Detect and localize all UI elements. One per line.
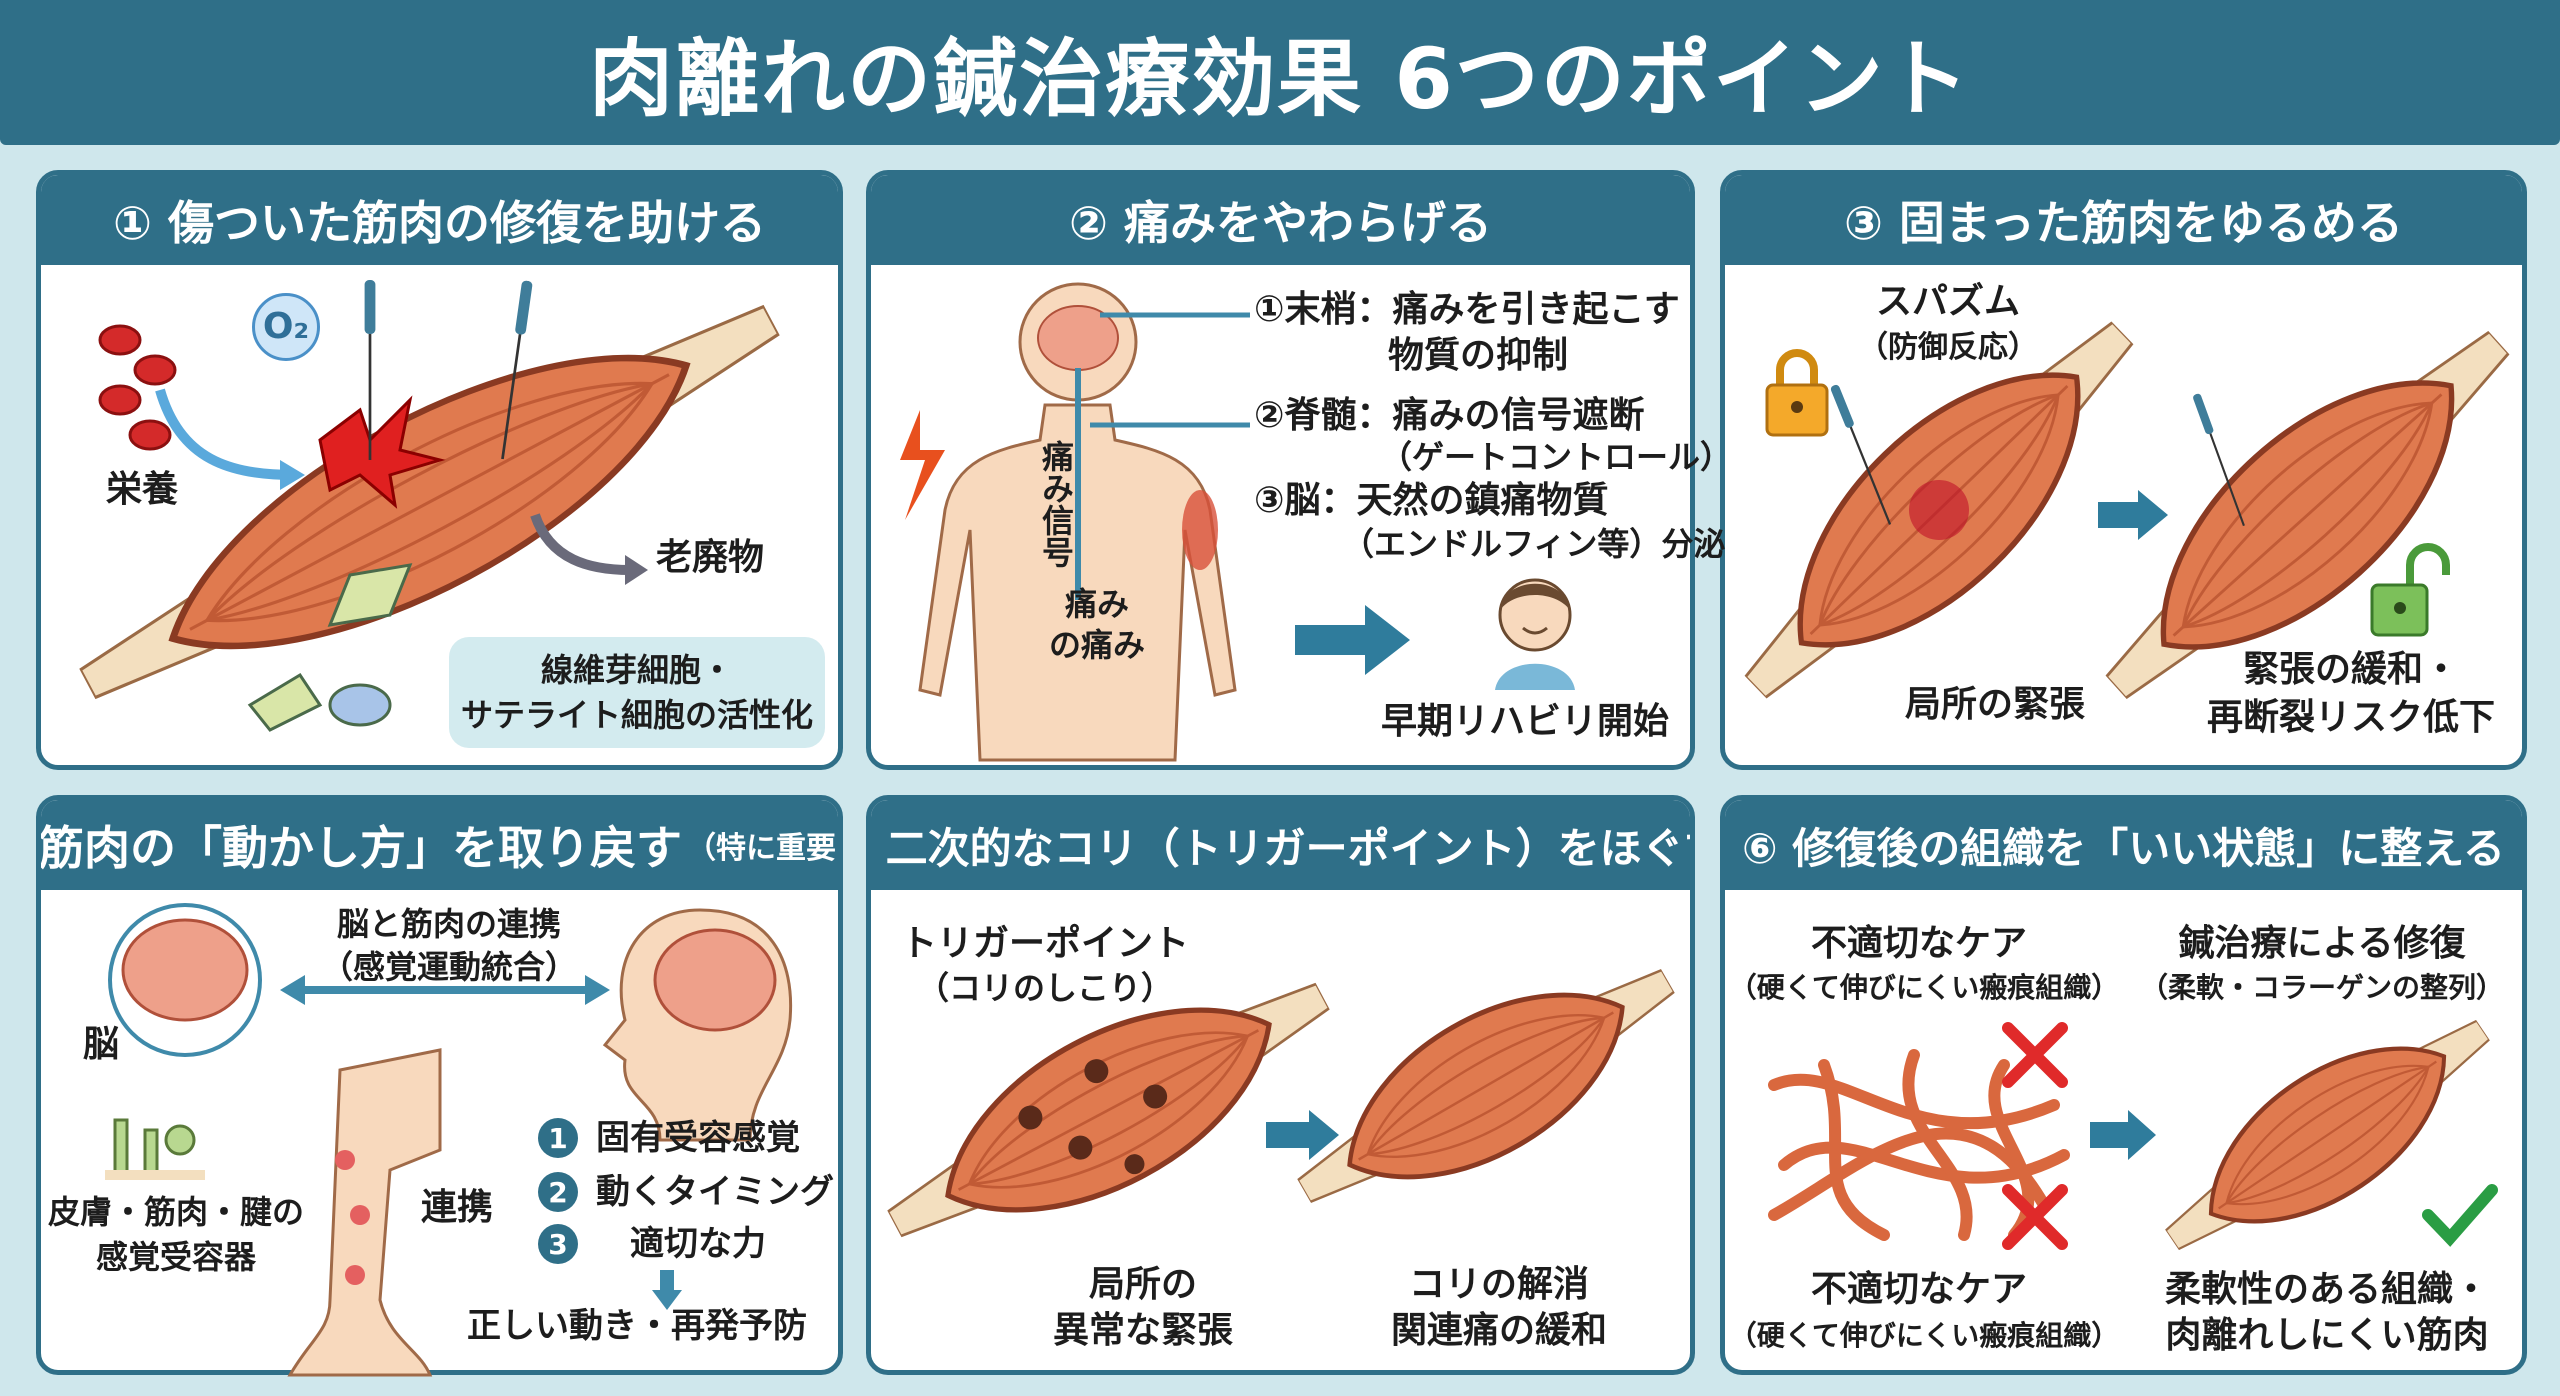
scar-tissue-illustration: [1768, 1049, 2070, 1241]
good-care-label: 鍼治療による修復: [2178, 923, 2466, 964]
pain-spark-icon: [900, 410, 945, 520]
title-bar: 肉離れの鍼治療効果 6つのポイント: [0, 0, 2560, 145]
tear-icon: [318, 395, 446, 509]
lock-icon: [1765, 349, 1829, 437]
pain-signal-label: 痛み信号: [1037, 440, 1075, 568]
check-icon: [2422, 1184, 2498, 1247]
spinal-label: ②脊髄：痛みの信号遮断: [1254, 395, 1645, 436]
list-number-2: 2: [538, 1172, 578, 1212]
resolve-label-1: コリの解消: [1408, 1264, 1590, 1305]
receptor-icon: [105, 1118, 205, 1180]
result-label: 正しい動き・再発予防: [467, 1306, 807, 1346]
trigger-label-2: （コリのしこり）: [916, 969, 1174, 1007]
head-profile-icon: [602, 908, 793, 1142]
cells-callout: [449, 637, 825, 748]
pain-label-1: 痛み: [1064, 585, 1130, 623]
panel-title: ⑥ 修復後の組織を「いい状態」に整える: [1725, 800, 2522, 890]
resolve-label-2: 関連痛の緩和: [1390, 1310, 1608, 1351]
needle-icon: [363, 280, 377, 460]
coop-label: 連携: [420, 1187, 494, 1228]
brain-icon: [108, 903, 262, 1057]
nutrition-label: 栄養: [105, 469, 179, 510]
panel-title: ③ 固まった筋肉をゆるめる: [1725, 175, 2522, 265]
page-title: 肉離れの鍼治療効果 6つのポイント: [589, 30, 1971, 128]
spasm-label-2: （防御反応）: [1858, 330, 2038, 365]
trigger-label-1: トリガーポイント: [900, 923, 1190, 964]
panel-title-note: （特に重要！）: [685, 831, 838, 866]
waste-label: 老廃物: [655, 537, 765, 578]
arrow-right-icon: [1266, 1110, 1339, 1160]
bad-care-label: 不適切なケア: [1810, 923, 2028, 964]
brain-label: ③脳：天然の鎮痛物質: [1254, 480, 1609, 521]
rehab-label: 早期リハビリ開始: [1380, 701, 1670, 742]
panel-title-text: ④ 筋肉の「動かし方」を取り戻す: [36, 821, 682, 875]
unlock-icon: [2370, 543, 2450, 637]
signal-lines: [1090, 312, 1250, 428]
relief-label-2: 再断裂リスク低下: [2206, 697, 2496, 738]
panel-title: ⑤ 二次的なコリ（トリガーポイント）をほぐす: [871, 800, 1690, 890]
arrow-right-icon: [1295, 605, 1410, 675]
link-label-1: 脳と筋肉の連携: [336, 905, 562, 943]
cells-label-1: 線維芽細胞・: [540, 651, 734, 689]
receptor-label-1: 皮膚・筋肉・腱の: [47, 1193, 305, 1231]
cells-label-2: サテライト細胞の活性化: [460, 696, 814, 734]
nutrition-arrow-icon: [155, 388, 305, 490]
bad-result-desc: （硬くて伸びにくい瘢痕組織）: [1728, 1319, 2120, 1352]
arrow-right-icon: [2090, 1110, 2156, 1160]
abnormal-label-1: 局所の: [1088, 1264, 1198, 1305]
blood-cells-icon: [98, 324, 177, 451]
waste-arrow-icon: [530, 513, 648, 585]
list-item-1: 固有受容感覚: [596, 1118, 800, 1158]
arrow-down-icon: [652, 1270, 682, 1310]
relief-label-1: 緊張の緩和・: [2242, 649, 2460, 690]
cells-icon: [247, 563, 413, 732]
list-number-1: 1: [538, 1118, 578, 1158]
bad-care-desc: （硬くて伸びにくい瘢痕組織）: [1728, 971, 2120, 1004]
panel-title: ② 痛みをやわらげる: [871, 175, 1690, 265]
cross-icon: [2002, 1184, 2068, 1250]
brain-label: 脳: [82, 1024, 120, 1065]
tense-muscle-illustration: [1676, 250, 2203, 770]
brain-label-2: （エンドルフィン等）分泌: [1342, 525, 1726, 563]
trigger-muscle-illustration: [843, 899, 1375, 1321]
receptor-label-2: 感覚受容器: [95, 1238, 257, 1276]
abnormal-label-2: 異常な緊張: [1052, 1310, 1234, 1351]
panel-title: ① 傷ついた筋肉の修復を助ける: [41, 175, 838, 265]
oxygen-icon: O₂: [252, 293, 320, 361]
good-result-label: 柔軟性のある組織・: [2164, 1269, 2490, 1310]
pain-label-2: の痛み: [1048, 626, 1146, 664]
local-tension-label: 局所の緊張: [1904, 684, 2086, 725]
smiling-child-icon: [1495, 578, 1575, 690]
double-arrow-icon: [280, 975, 610, 1005]
peripheral-label-2: 物質の抑制: [1388, 335, 1569, 376]
list-number-3: 3: [538, 1224, 578, 1264]
peripheral-label: ①末梢：痛みを引き起こす: [1254, 289, 1680, 330]
spasm-label: スパズム: [1875, 281, 2021, 322]
cross-icon: [2002, 1022, 2068, 1088]
panel-repair: ① 傷ついた筋肉の修復を助ける: [36, 170, 843, 770]
list-item-3: 適切な力: [630, 1224, 766, 1264]
panel-title: ④ 筋肉の「動かし方」を取り戻す（特に重要！）: [41, 800, 838, 890]
list-item-2: 動くタイミング: [596, 1172, 834, 1212]
arrow-right-icon: [2098, 490, 2168, 540]
good-care-desc: （柔軟・コラーゲンの整列）: [2139, 971, 2505, 1004]
good-result-desc: 肉離れしにくい筋肉: [2165, 1315, 2489, 1356]
bad-result-label: 不適切なケア: [1810, 1269, 2028, 1310]
link-label-2: （感覚運動統合）: [320, 948, 578, 986]
leg-illustration: [287, 1048, 442, 1377]
spinal-label-2: （ゲートコントロール）: [1380, 438, 1733, 476]
